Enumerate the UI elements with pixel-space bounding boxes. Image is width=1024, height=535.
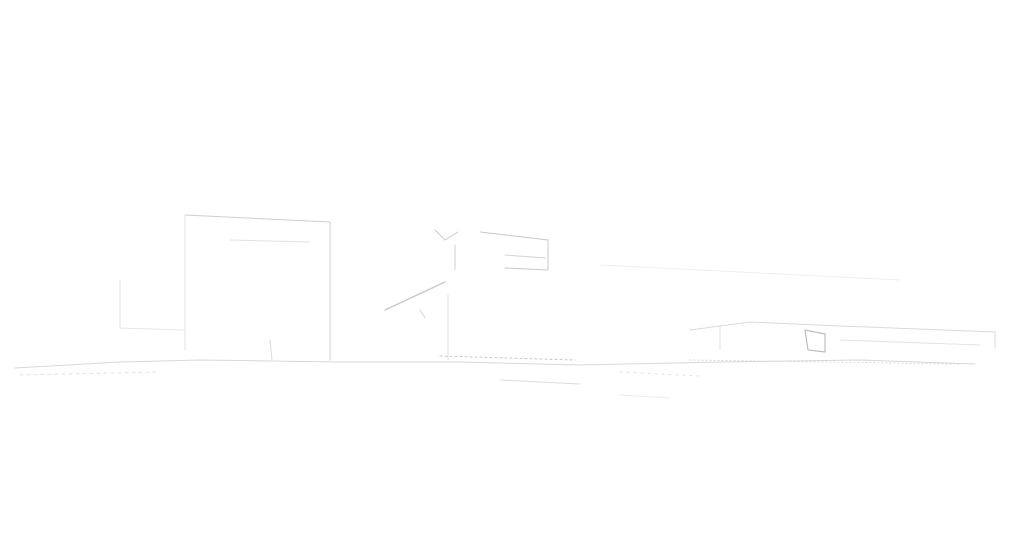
ground-line-sketch — [14, 355, 976, 399]
center-structure-sketch — [384, 229, 549, 361]
left-building-sketch — [119, 214, 331, 361]
right-building-sketch — [599, 264, 996, 353]
